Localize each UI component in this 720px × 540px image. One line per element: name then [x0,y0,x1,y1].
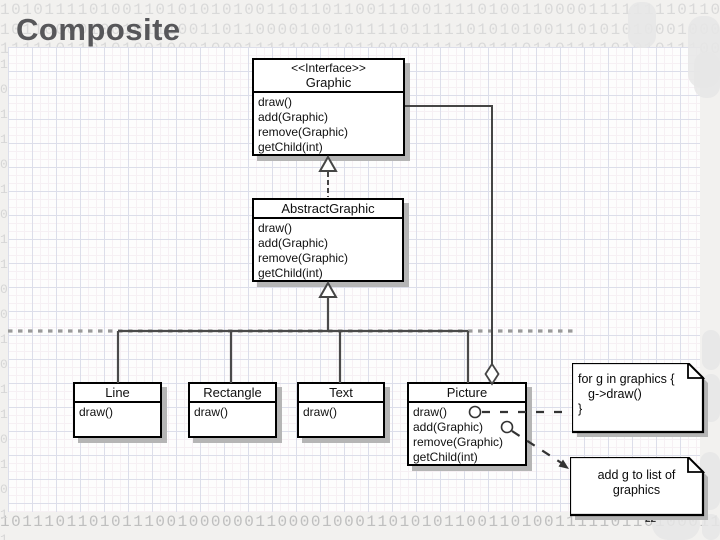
method-label: add(Graphic) [258,110,329,124]
class-box-line: Line draw() [73,382,162,438]
binary-column-left: 101101011001011010110101 [0,57,8,540]
note-body [572,363,705,434]
method-label: draw() [258,95,293,109]
note-line: } [578,402,583,416]
note-line: graphics [612,483,661,497]
method-label: draw() [79,405,114,419]
method-label: remove(Graphic) [413,435,504,449]
method-label: remove(Graphic) [258,125,349,139]
method-label: getChild(int) [258,266,323,280]
note-fold-icon [687,363,706,379]
note-fold-icon [687,457,706,473]
method-label: draw() [303,405,338,419]
class-name: Text [329,385,353,400]
note-line: for g in graphics { [578,372,675,386]
note-line: add g to list of [597,468,676,482]
binary-row-bottom: 1011101101011100100000011000010001101010… [0,513,720,531]
class-box-rectangle: Rectangle draw() [188,382,277,438]
decor-blob [702,514,720,540]
class-name: Graphic [305,75,352,90]
method-label: draw() [413,405,448,419]
class-name: Rectangle [203,385,262,400]
decor-blob [694,52,720,98]
binary-row-top-2: 1011000010010111001101100001001011110111… [0,21,720,39]
method-label: draw() [258,221,293,235]
class-box-picture: Picture draw() add(Graphic) remove(Graph… [407,382,527,466]
class-box-abstractgraphic: AbstractGraphic draw() add(Graphic) remo… [252,198,404,282]
note-shape [572,363,708,437]
method-label: add(Graphic) [258,236,329,250]
code-note-add-list: add g to list of graphics [570,457,709,521]
class-name: Line [105,385,130,400]
binary-row-top-1: 1010111101001101010101001101101100111001… [0,1,720,19]
class-box-text: Text draw() [297,382,385,438]
code-note-draw-loop: for g in graphics { g->draw() } [572,363,709,438]
method-label: getChild(int) [413,450,478,464]
page-title: Composite [16,12,181,47]
note-body [570,457,705,517]
class-name: Picture [446,385,488,400]
note-line: g->draw() [588,387,642,401]
decor-blob [702,330,720,370]
note-shape [570,457,708,520]
method-label: draw() [194,405,229,419]
class-box-graphic: <<Interface>> Graphic draw() add(Graphic… [252,58,405,156]
class-name: AbstractGraphic [281,201,375,216]
method-label: getChild(int) [258,140,323,154]
decor-blob [628,2,656,48]
class-stereotype: <<Interface>> [291,61,366,75]
method-label: add(Graphic) [413,420,484,434]
method-label: remove(Graphic) [258,251,349,265]
